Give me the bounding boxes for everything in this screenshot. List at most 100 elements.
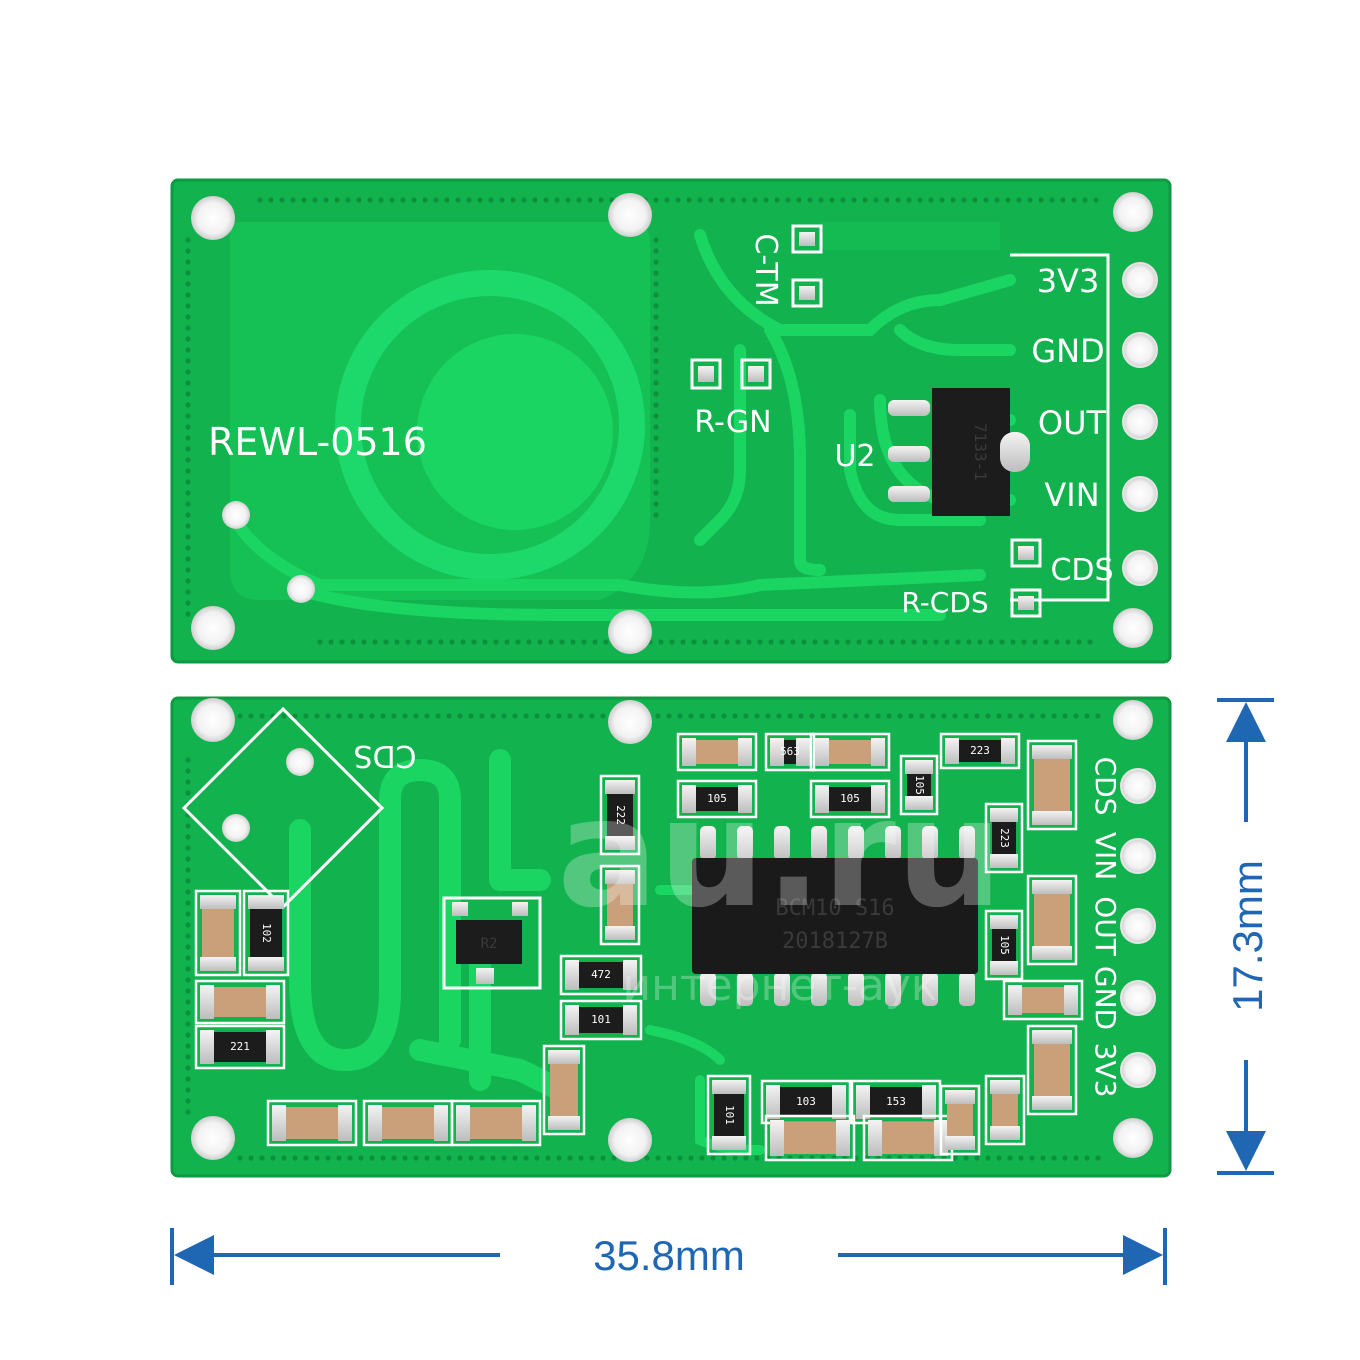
via-dot xyxy=(592,639,598,645)
via-dot xyxy=(383,639,389,645)
via-dot xyxy=(1051,713,1057,719)
via-dot xyxy=(185,402,191,408)
via-dot xyxy=(490,713,496,719)
ic-marking-line2: 2018127B xyxy=(782,929,888,954)
via-dot xyxy=(543,197,549,203)
via-dot xyxy=(185,347,191,353)
via-dot xyxy=(556,713,562,719)
via-dot xyxy=(185,248,191,254)
via-dot xyxy=(413,713,419,719)
via-dot xyxy=(358,713,364,719)
via-dot xyxy=(845,639,851,645)
via-dot xyxy=(974,1155,980,1161)
meander-antenna xyxy=(289,749,571,1101)
smd-code-label: 223 xyxy=(970,744,990,757)
via-dot xyxy=(532,197,538,203)
via-dot xyxy=(427,639,433,645)
smd-capacitor xyxy=(542,1044,586,1136)
via-dot xyxy=(842,713,848,719)
via-dot xyxy=(658,639,664,645)
via-dot xyxy=(1073,1155,1079,1161)
via-dot xyxy=(185,1098,191,1104)
u2-label: U2 xyxy=(834,439,875,474)
via-dot xyxy=(512,713,518,719)
via-dot xyxy=(185,1087,191,1093)
via-dot xyxy=(185,856,191,862)
via-dot xyxy=(699,713,705,719)
smd-code-label: 221 xyxy=(230,1040,250,1053)
via-dot xyxy=(801,639,807,645)
bottom-mounting-holes xyxy=(191,698,1153,1162)
via-dot xyxy=(422,197,428,203)
via-dot xyxy=(818,197,824,203)
via-dot xyxy=(248,1155,254,1161)
via-dot xyxy=(185,589,191,595)
via-dot xyxy=(185,457,191,463)
via-dot xyxy=(884,197,890,203)
via-dot xyxy=(317,639,323,645)
via-dot xyxy=(653,424,659,430)
via-dot xyxy=(523,713,529,719)
via-dot xyxy=(1049,197,1055,203)
via-dot xyxy=(312,197,318,203)
via-dot xyxy=(653,369,659,375)
via-dot xyxy=(1051,1155,1057,1161)
ic-pin xyxy=(922,826,938,860)
via-dot xyxy=(339,639,345,645)
via-dot xyxy=(391,1155,397,1161)
via-dot xyxy=(699,1155,705,1161)
via-dot xyxy=(1018,1155,1024,1161)
height-label: 17.3mm xyxy=(1224,860,1271,1012)
via-dot xyxy=(653,292,659,298)
r-cds-label: R-CDS xyxy=(901,586,988,619)
c-tm-pads xyxy=(791,224,823,308)
via-dot xyxy=(994,197,1000,203)
via-dot xyxy=(600,713,606,719)
smd-resistor: 105 xyxy=(676,779,758,819)
via-dot xyxy=(185,336,191,342)
via-dot xyxy=(325,1155,331,1161)
via-dot xyxy=(961,197,967,203)
via-dot xyxy=(405,639,411,645)
via-dot xyxy=(911,639,917,645)
via-dot xyxy=(688,713,694,719)
via-dot xyxy=(653,259,659,265)
via-dot xyxy=(653,391,659,397)
via-dot xyxy=(185,768,191,774)
via-dot xyxy=(867,639,873,645)
via-dot xyxy=(185,1010,191,1016)
via-dot xyxy=(336,713,342,719)
via-dot xyxy=(785,197,791,203)
smd-resistor: 223 xyxy=(984,802,1024,874)
via-dot xyxy=(1084,713,1090,719)
via-dot xyxy=(1007,1155,1013,1161)
via-dot xyxy=(653,402,659,408)
via-dot xyxy=(653,457,659,463)
via-dot xyxy=(185,259,191,265)
via-dot xyxy=(1093,197,1099,203)
via-dot xyxy=(378,197,384,203)
via-dot xyxy=(675,197,681,203)
via-dot xyxy=(917,197,923,203)
via-dot xyxy=(776,713,782,719)
via-dot xyxy=(1005,197,1011,203)
watermark-logo: au.ru xyxy=(557,767,1003,941)
via-dot xyxy=(653,490,659,496)
ic-pin xyxy=(774,826,790,860)
via-dot xyxy=(779,639,785,645)
via-dot xyxy=(653,413,659,419)
via-dot xyxy=(906,197,912,203)
smd-capacitor xyxy=(764,1114,856,1162)
model-label: REWL-0516 xyxy=(208,420,427,464)
via-dot xyxy=(653,270,659,276)
via-dot xyxy=(886,713,892,719)
smd-code-label: 153 xyxy=(886,1095,906,1108)
via-dot xyxy=(708,197,714,203)
via-dot xyxy=(534,713,540,719)
bottom-pcb-board: CDS CDS VIN OUT GND 3V3 BCM xyxy=(170,696,1172,1178)
via-dot xyxy=(460,639,466,645)
via-dot xyxy=(185,845,191,851)
via-dot xyxy=(504,639,510,645)
